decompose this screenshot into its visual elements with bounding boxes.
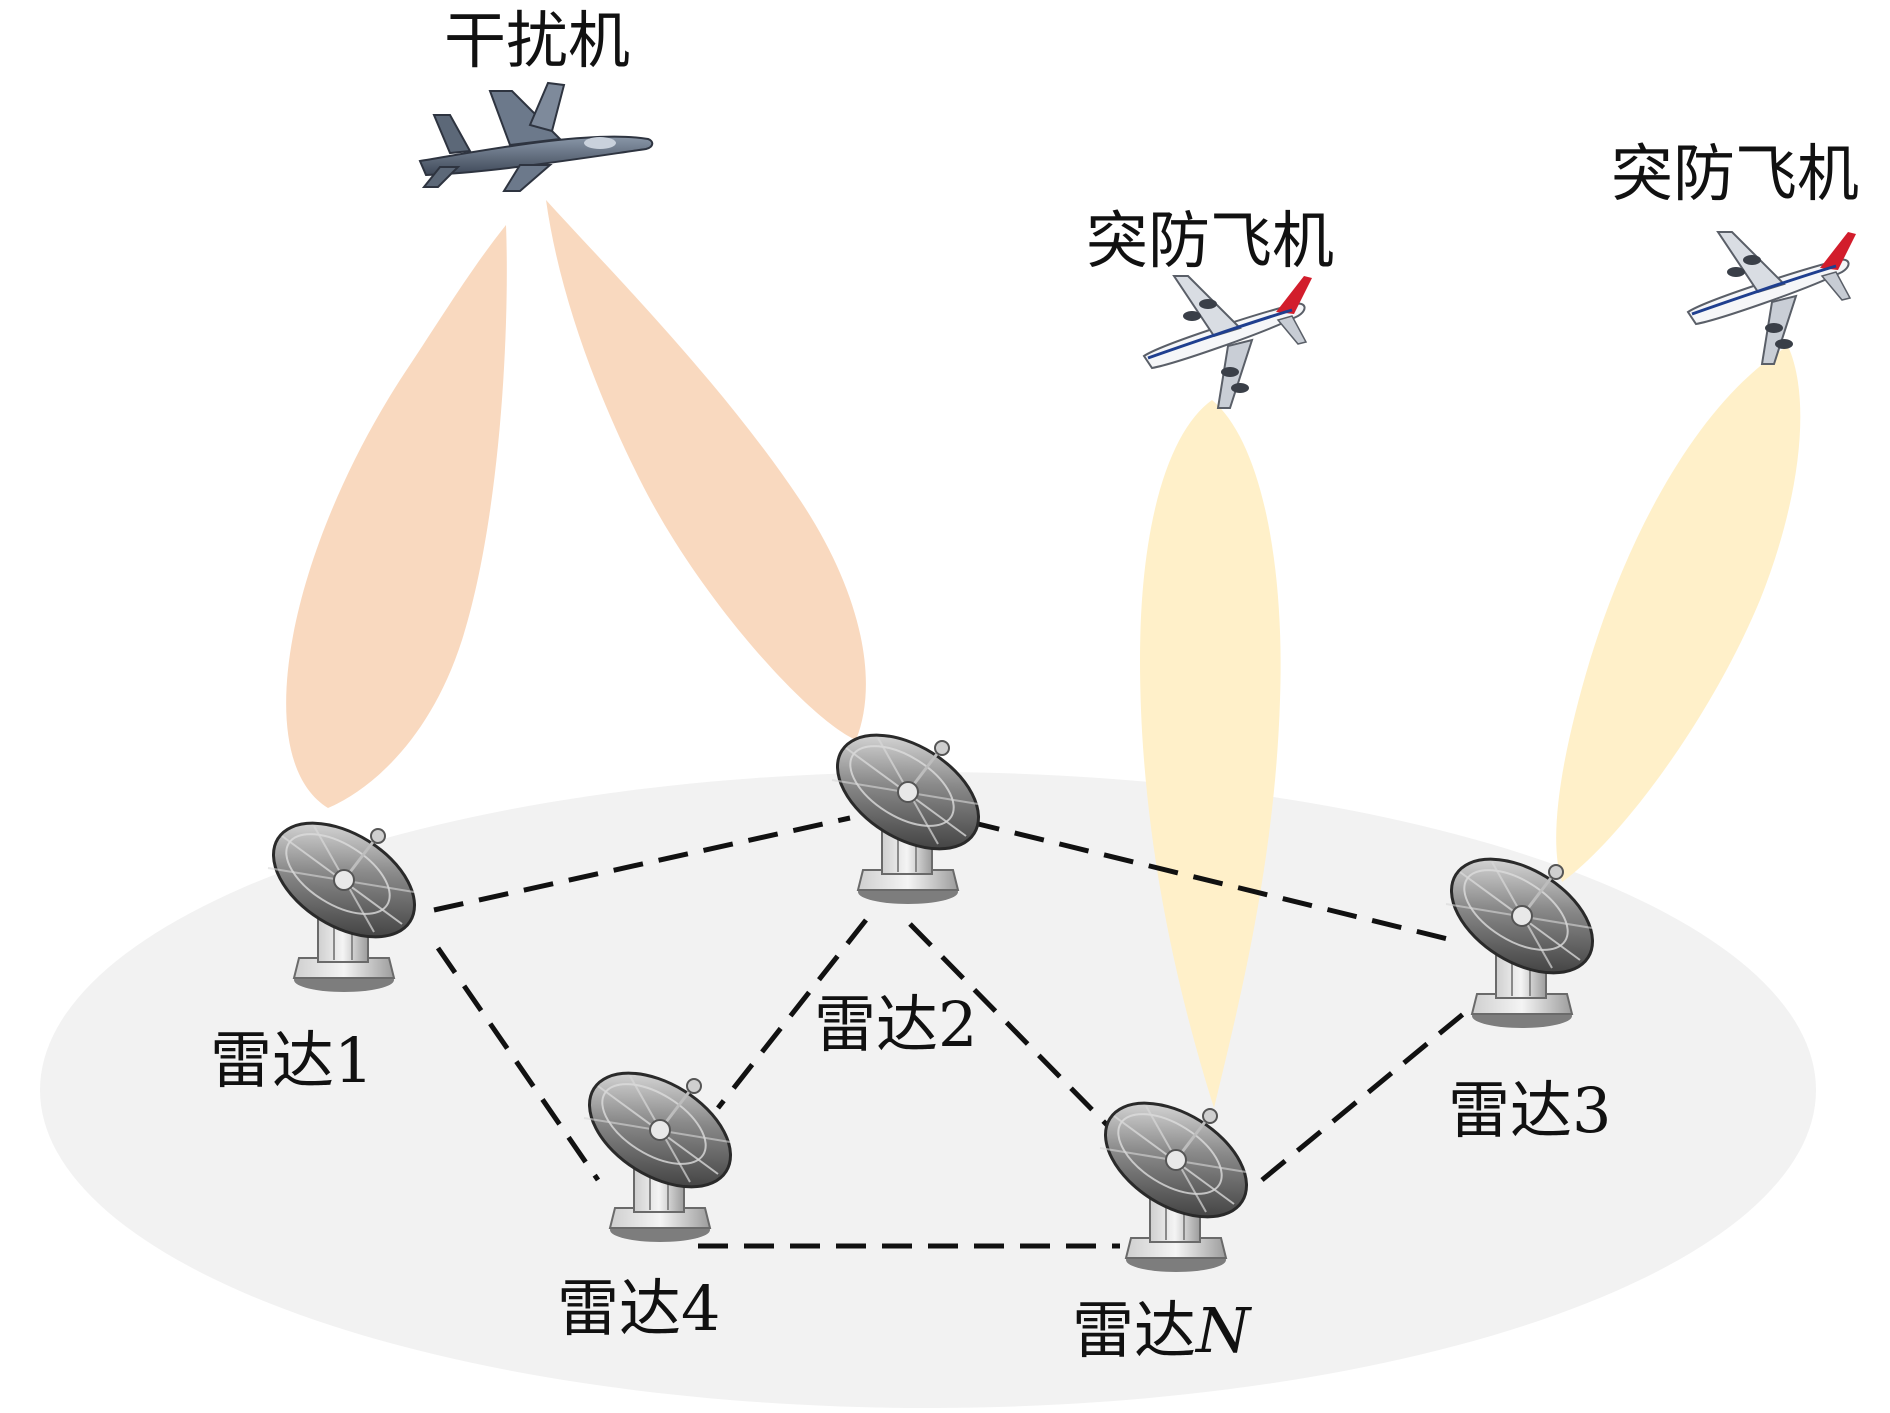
penetrator-aircraft-1-icon — [1142, 274, 1314, 410]
radar-N-label-number: N — [1194, 1294, 1253, 1367]
link-r2-r4 — [716, 918, 868, 1110]
radar-4-label-prefix: 雷达 — [557, 1272, 681, 1345]
radar-N-label: 雷达N — [1072, 1294, 1253, 1367]
radar-3-label-number: 3 — [1572, 1074, 1611, 1147]
radar-3-label-prefix: 雷达 — [1448, 1074, 1572, 1147]
radar-N-label-prefix: 雷达 — [1072, 1294, 1196, 1367]
radar-2-label: 雷达2 — [814, 988, 977, 1061]
penetrator-aircraft-2-icon — [1686, 230, 1858, 366]
radar-3-label: 雷达3 — [1448, 1074, 1611, 1147]
penetrator-label-1: 突防飞机 — [1086, 204, 1334, 277]
jammer-aircraft-icon — [418, 81, 654, 192]
radar-1-label-number: 1 — [334, 1024, 373, 1097]
network-links — [433, 815, 1470, 1249]
jam-beam-radar2 — [546, 200, 866, 740]
radar-1-label-prefix: 雷达 — [210, 1024, 334, 1097]
radar-2-label-number: 2 — [938, 988, 977, 1061]
radar-4-label: 雷达4 — [557, 1272, 720, 1345]
radar-1-label: 雷达1 — [210, 1024, 373, 1097]
track-beam-radarN — [1140, 400, 1281, 1108]
link-r1-r2 — [433, 815, 851, 913]
track-beam-radar3 — [1556, 346, 1801, 882]
ground-ellipse — [40, 772, 1816, 1408]
jam-beam-radar1 — [286, 225, 507, 808]
jammer-label: 干扰机 — [444, 4, 630, 77]
radar-2-label-prefix: 雷达 — [814, 988, 938, 1061]
penetrator-label-2: 突防飞机 — [1611, 137, 1859, 210]
radar-4-label-number: 4 — [681, 1272, 720, 1345]
link-r2-r3 — [969, 819, 1453, 943]
link-r1-r4 — [435, 946, 601, 1182]
link-r2-rN — [908, 922, 1112, 1130]
